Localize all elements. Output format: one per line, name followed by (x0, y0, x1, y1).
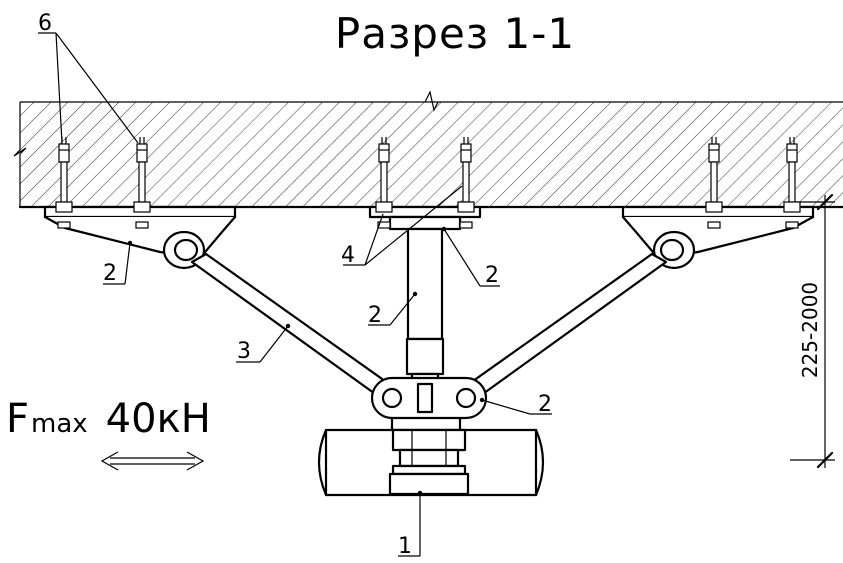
dimension-line: 225-2000 (790, 193, 835, 469)
callout-2-lower-joint: 2 (538, 392, 552, 417)
callout-1: 1 (398, 534, 412, 559)
central-column (405, 227, 445, 386)
callout-2-column-top: 2 (485, 263, 499, 288)
force-symbol: F (6, 396, 29, 442)
callout-4: 4 (341, 243, 355, 268)
callout-2-left-bracket: 2 (103, 261, 117, 286)
double-arrow-icon (100, 451, 205, 471)
callout-6: 6 (38, 11, 52, 36)
lower-joint (370, 376, 488, 420)
section-title: Разрез 1-1 (335, 9, 575, 58)
dimension-label: 225-2000 (798, 282, 822, 378)
leader-lines (38, 32, 552, 557)
force-value: 40кН (106, 396, 211, 442)
force-subscript: max (31, 409, 88, 439)
callout-2-column: 2 (368, 303, 382, 328)
left-brace (190, 252, 394, 398)
callout-3: 3 (237, 339, 251, 364)
force-label: Fmax 40кН (6, 396, 211, 442)
break-mark (424, 90, 439, 112)
right-bracket (621, 205, 815, 270)
